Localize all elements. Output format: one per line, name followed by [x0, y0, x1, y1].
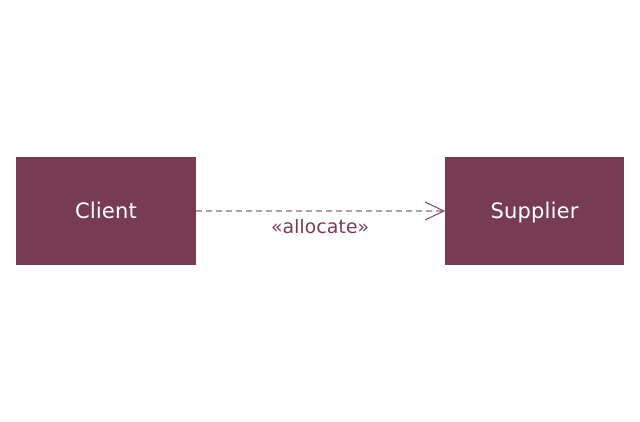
supplier-node-label: Supplier — [490, 199, 579, 223]
open-arrowhead-icon — [424, 201, 446, 221]
allocate-stereotype-label: «allocate» — [270, 216, 370, 238]
supplier-node[interactable]: Supplier — [445, 157, 624, 265]
client-node[interactable]: Client — [16, 157, 196, 265]
client-node-label: Client — [75, 199, 137, 223]
